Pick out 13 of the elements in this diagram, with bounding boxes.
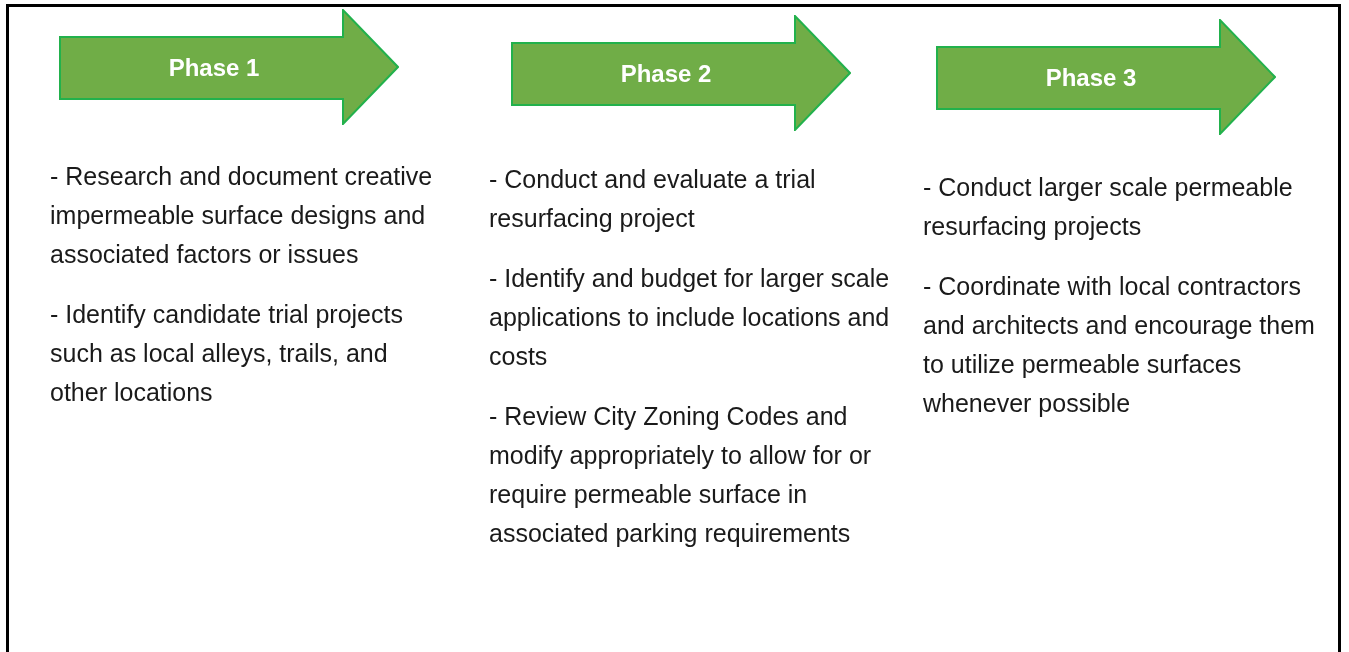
phase-label: Phase 2: [619, 59, 713, 89]
phase-arrow: [59, 9, 399, 125]
task-text: - Identify and budget for larger scale applications to include locations and costs: [489, 263, 891, 372]
task-text: - Identify candidate trial projects such as local alleys, trails, and other locations: [50, 299, 404, 408]
task-text: - Research and document creative impermeable surface designs and associated factors or issues: [50, 161, 434, 270]
task-text: - Review City Zoning Codes and modify appropriately to allow for or require permeable surface in associated parking requirements: [489, 401, 873, 549]
task-text: - Coordinate with local contractors and architects and encourage them to utilize permeable surfaces whenever possible: [923, 271, 1316, 419]
task-text: - Conduct larger scale permeable resurfacing projects: [923, 172, 1294, 242]
phase-arrow: [511, 15, 851, 131]
phase-label: Phase 3: [1044, 63, 1138, 93]
phase-label: Phase 1: [167, 53, 261, 83]
phase-arrow: [936, 19, 1276, 135]
task-text: - Conduct and evaluate a trial resurfacing project: [489, 164, 817, 234]
